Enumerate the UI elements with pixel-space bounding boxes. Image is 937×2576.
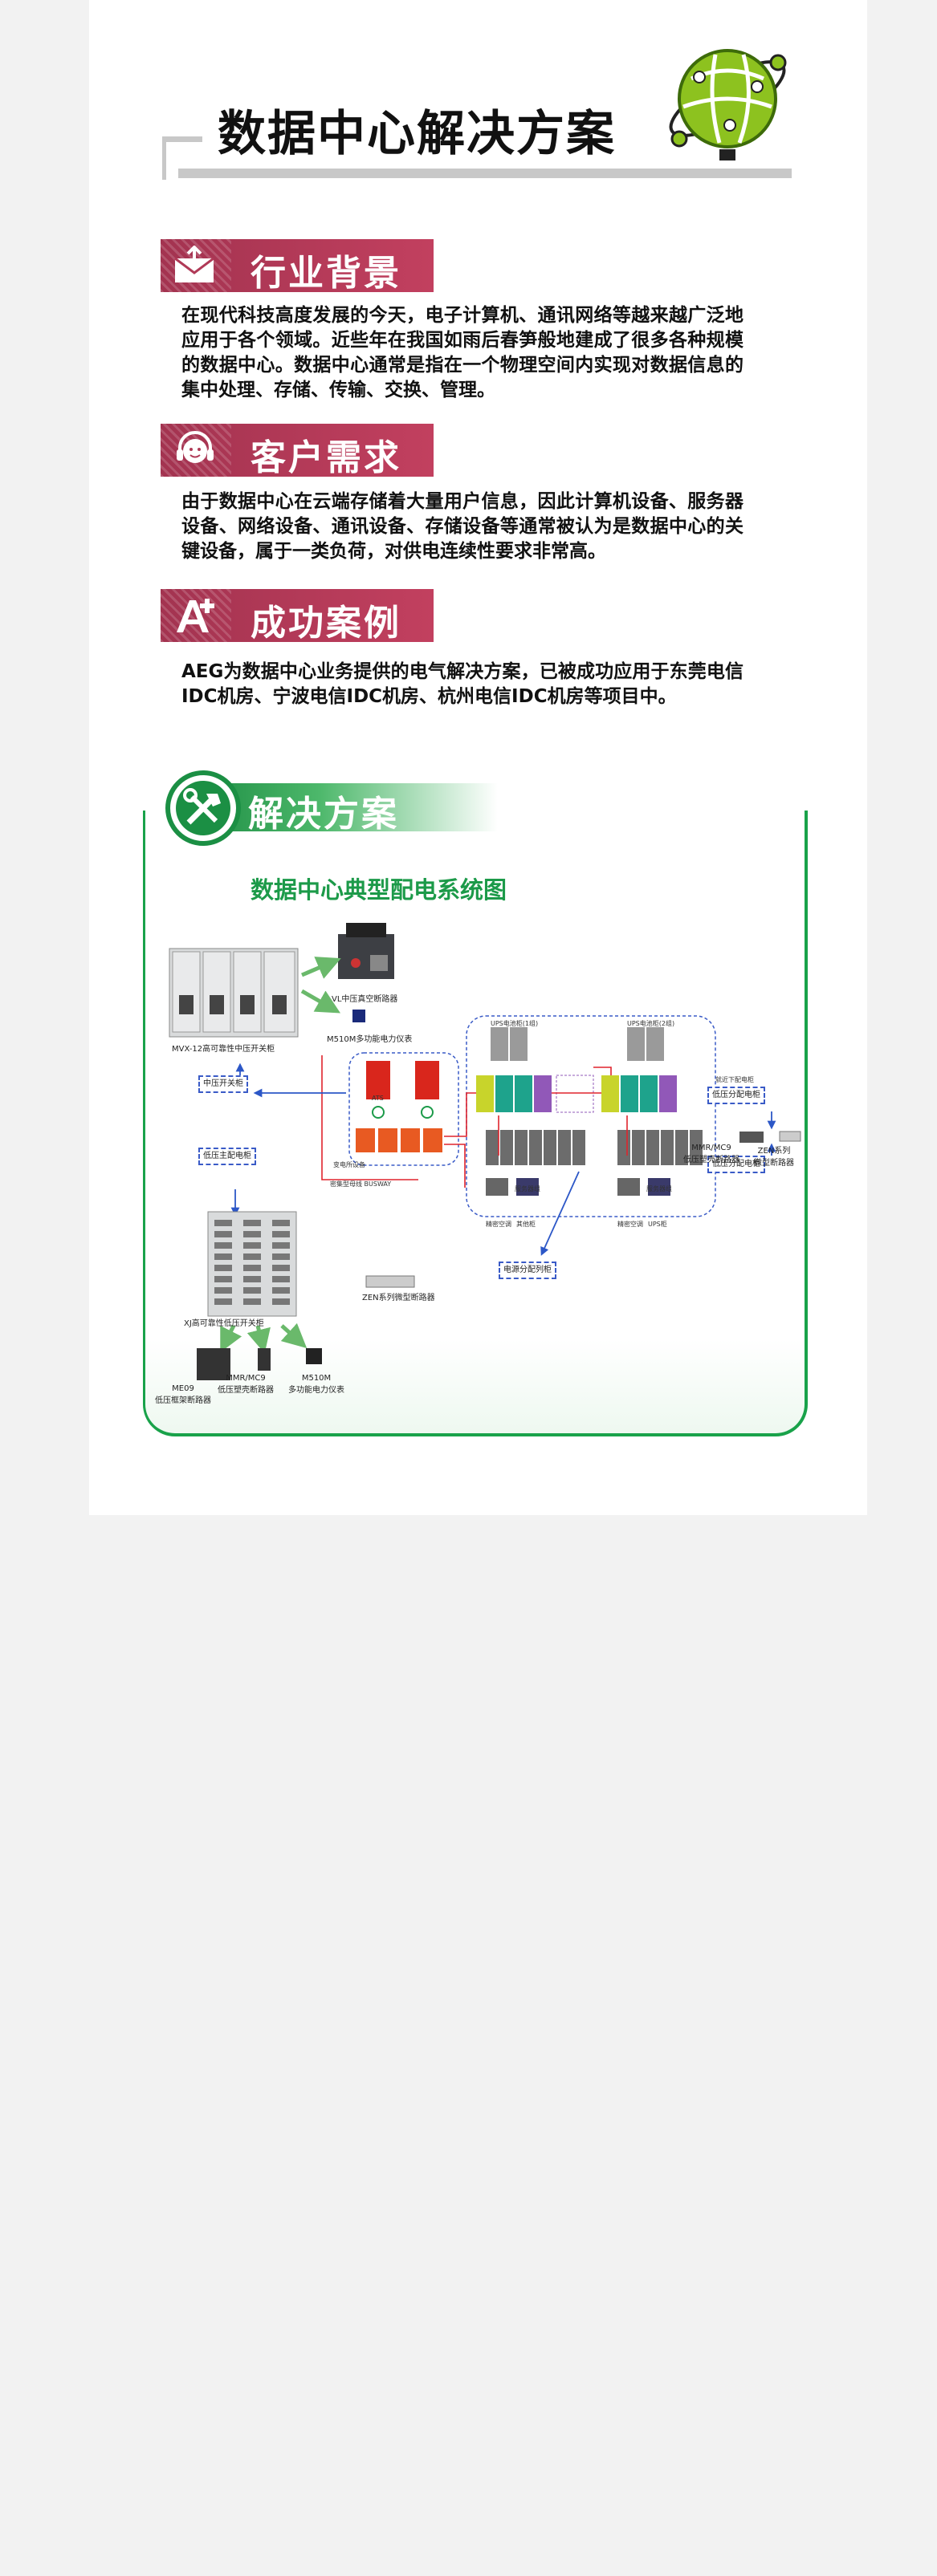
hammer-wrench-icon bbox=[165, 770, 241, 846]
section-title-industry: 行业背景 bbox=[251, 253, 401, 292]
diagram-title: 数据中心典型配电系统图 bbox=[251, 876, 507, 904]
label-server-a: 服务器组 bbox=[515, 1185, 540, 1193]
label-mv-cabinet: 中压开关柜 bbox=[198, 1075, 248, 1093]
label-me09: ME09 低压框架断路器 bbox=[155, 1384, 211, 1405]
label-m510m-bottom: M510M 多功能电力仪表 bbox=[288, 1374, 344, 1395]
title-bracket bbox=[162, 136, 792, 180]
label-lv-dist-bottom: 低压分配电柜 bbox=[707, 1156, 765, 1173]
label-ups-b: UPS电池柜(2组) bbox=[627, 1020, 675, 1027]
label-zen-right: ZEN系列 微型断路器 bbox=[754, 1147, 794, 1168]
cases-text: AEG为数据中心业务提供的电气解决方案，已被成功应用于东莞电信IDC机房、宁波电… bbox=[181, 661, 743, 707]
label-precision-ac-a: 精密空调 bbox=[486, 1221, 511, 1228]
label-power-dist: 电源分配列柜 bbox=[499, 1262, 556, 1279]
label-lv-dist-top: 低压分配电柜 bbox=[707, 1087, 765, 1104]
label-busway: 密集型母线 BUSWAY bbox=[330, 1180, 392, 1188]
label-mmr-right: MMR/MC9 低压塑壳断路器 bbox=[683, 1144, 739, 1164]
label-ats: ATS bbox=[372, 1095, 384, 1102]
label-ups-a: UPS电池柜(1组) bbox=[491, 1020, 539, 1027]
industry-text: 在现代科技高度发展的今天，电子计算机、通讯网络等越来越广泛地应用于各个领域。近些… bbox=[181, 305, 743, 400]
label-mvx: MVX-12高可靠性中压开关柜 bbox=[172, 1045, 275, 1054]
a-plus-icon bbox=[177, 599, 214, 632]
label-m510m-top: M510M多功能电力仪表 bbox=[327, 1035, 413, 1044]
label-other-b: UPS柜 bbox=[648, 1221, 667, 1228]
label-transformer: 变电所设备 bbox=[333, 1161, 365, 1168]
label-other-a: 其他柜 bbox=[516, 1221, 536, 1228]
solution-banner: 解决方案 bbox=[165, 770, 502, 846]
label-lv-main: 低压主配电柜 bbox=[198, 1148, 256, 1165]
label-xj: XJ高可靠性低压开关柜 bbox=[184, 1319, 264, 1328]
customer-text: 由于数据中心在云端存储着大量用户信息，因此计算机设备、服务器设备、网络设备、通讯… bbox=[181, 491, 743, 562]
label-server-b: 服务器组 bbox=[646, 1185, 672, 1193]
envelope-arrow-icon bbox=[174, 246, 214, 282]
power-distribution-diagram bbox=[169, 923, 801, 1380]
content-page: 数据中心解决方案 行业背景 在现代科技高度发展的今天，电子计算机、通讯网络等越来… bbox=[89, 0, 867, 1515]
vl-breaker-image bbox=[338, 923, 394, 979]
label-extra-right: 就近下配电柜 bbox=[715, 1076, 754, 1083]
xj-switchgear-image bbox=[207, 1211, 297, 1317]
section-banner-customer: 客户需求 bbox=[161, 424, 434, 477]
section-title-customer: 客户需求 bbox=[251, 437, 401, 477]
label-mmr: MMR/MC9 低压塑壳断路器 bbox=[218, 1374, 274, 1395]
solution-title: 解决方案 bbox=[248, 794, 399, 835]
page-title: 数据中心解决方案 bbox=[218, 106, 616, 162]
mvx-switchgear-image bbox=[169, 948, 299, 1038]
section-title-cases: 成功案例 bbox=[251, 603, 401, 642]
label-vl: VL中压真空断路器 bbox=[332, 995, 398, 1004]
globe-network-icon bbox=[669, 49, 787, 160]
label-zen-bottom: ZEN系列微型断路器 bbox=[362, 1294, 435, 1302]
label-precision-ac-b: 精密空调 bbox=[617, 1221, 643, 1228]
section-banner-cases: 成功案例 bbox=[161, 589, 434, 642]
section-banner-industry: 行业背景 bbox=[161, 239, 434, 292]
headset-person-icon bbox=[177, 431, 214, 463]
